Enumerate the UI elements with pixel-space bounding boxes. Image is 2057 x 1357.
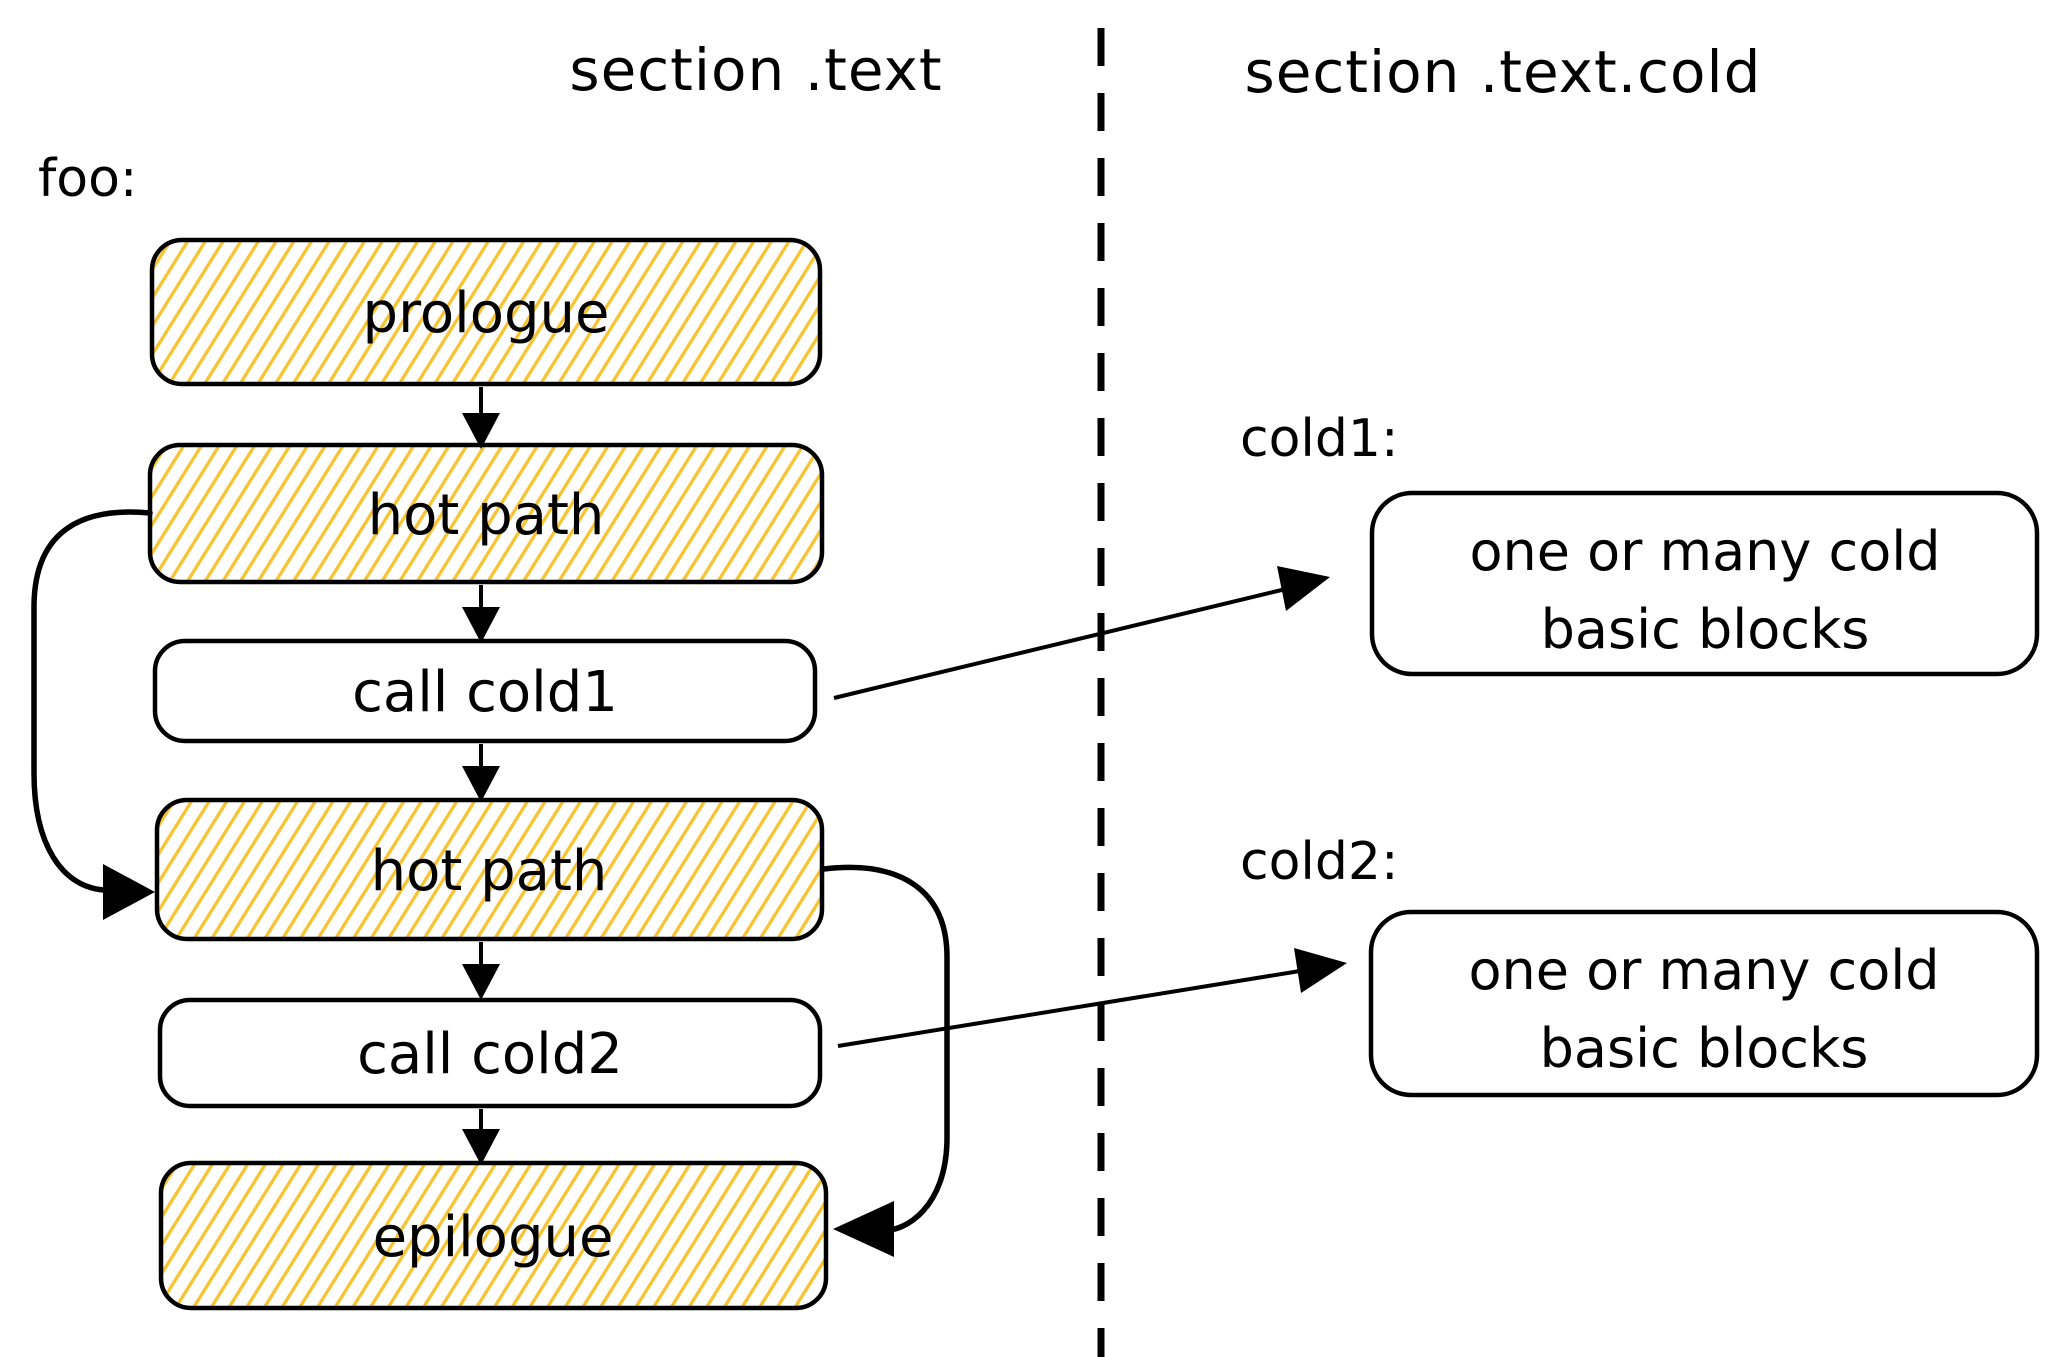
block-call-cold1: call cold1 — [152, 638, 818, 744]
arrow-callcold2-to-epilogue — [462, 1109, 500, 1165]
epilogue-box — [158, 1160, 829, 1311]
cold2-text-line2: basic blocks — [1540, 1017, 1869, 1080]
cold1-box — [1369, 490, 2040, 677]
cold1-text-line2: basic blocks — [1541, 598, 1870, 661]
arrow-callcold1-to-hotpath2 — [462, 744, 500, 802]
arrowhead-down-icon — [462, 413, 500, 449]
block-call-cold2: call cold2 — [157, 997, 823, 1109]
arrow-callcold2-to-cold2 — [837, 948, 1347, 1048]
block-hot-path-2: hot path — [154, 797, 825, 942]
cold1-text-line1: one or many cold — [1469, 520, 1940, 583]
call-cold2-box — [157, 997, 823, 1109]
arrow-hotpath2-loop-to-epilogue — [821, 864, 950, 1257]
right-section-title: section .text.cold — [1245, 38, 1762, 106]
arrow-hotpath1-loop-to-hotpath2 — [31, 509, 155, 920]
prologue-box — [149, 237, 823, 387]
arrowhead-down-icon — [462, 766, 500, 802]
arrowhead-right-icon — [1277, 566, 1330, 611]
call-cold1-label: call cold1 — [352, 660, 618, 725]
call-cold1-box — [152, 638, 818, 744]
block-hot-path-1: hot path — [147, 442, 825, 585]
cold2-box — [1368, 909, 2040, 1098]
arrow-hotpath1-to-callcold1 — [462, 585, 500, 643]
arrowhead-right-icon — [1294, 948, 1347, 993]
foo-label: foo: — [38, 149, 137, 209]
cold1-block: one or many cold basic blocks — [1369, 490, 2040, 677]
cold2-block: one or many cold basic blocks — [1368, 909, 2040, 1098]
arrow-hotpath2-to-callcold2 — [462, 942, 500, 1000]
arrowhead-down-icon — [462, 607, 500, 643]
arrowhead-left-icon — [833, 1201, 894, 1257]
arrow-prologue-to-hotpath1 — [462, 387, 500, 449]
arrowhead-down-icon — [462, 964, 500, 1000]
arrowhead-right-icon — [103, 864, 155, 920]
cold2-label: cold2: — [1240, 832, 1398, 892]
hot-path-2-label: hot path — [371, 839, 608, 904]
cold1-label: cold1: — [1240, 409, 1398, 469]
arrow-callcold1-to-cold1 — [833, 566, 1330, 700]
arrowhead-down-icon — [462, 1129, 500, 1165]
cold2-text-line1: one or many cold — [1468, 939, 1939, 1002]
prologue-label: prologue — [363, 281, 610, 346]
left-section-title: section .text — [569, 36, 942, 104]
hot-path-1-label: hot path — [368, 483, 605, 548]
epilogue-label: epilogue — [373, 1205, 614, 1270]
call-cold2-label: call cold2 — [357, 1022, 623, 1087]
block-prologue: prologue — [149, 237, 823, 387]
block-epilogue: epilogue — [158, 1160, 829, 1311]
